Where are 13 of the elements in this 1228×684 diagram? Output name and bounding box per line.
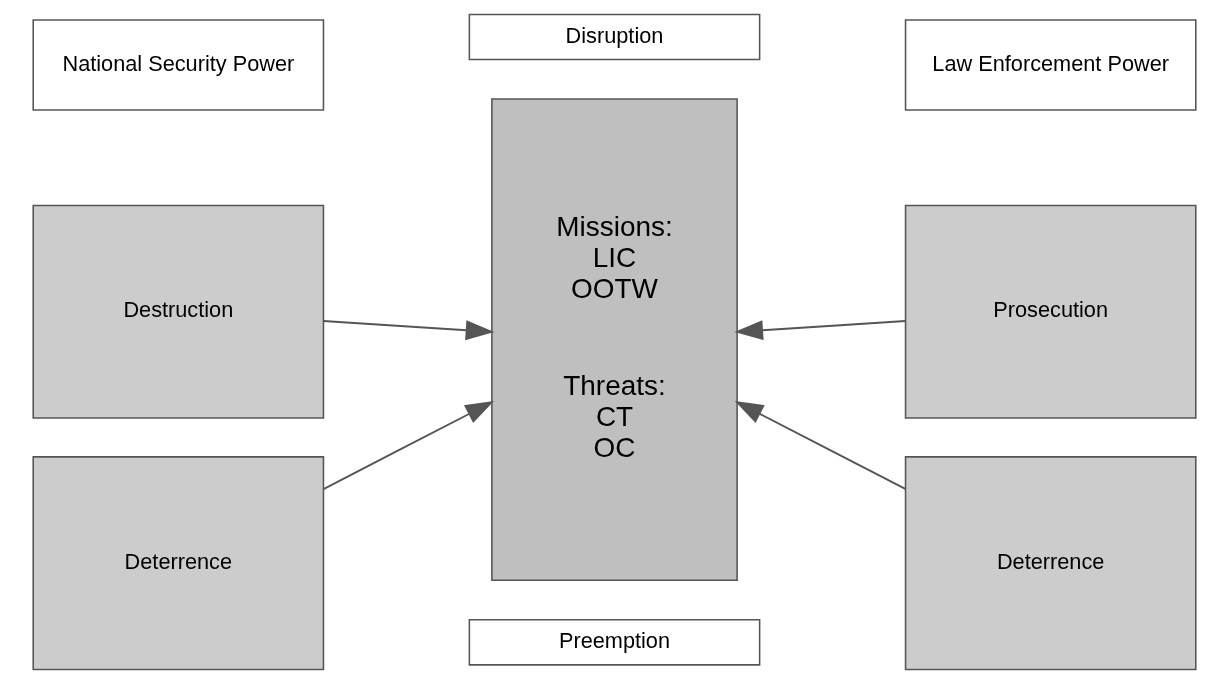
arrow xyxy=(322,401,494,490)
node-box: Law Enforcement Power xyxy=(904,19,1197,111)
node-box: Prosecution xyxy=(904,204,1197,419)
node-box: Disruption xyxy=(468,13,760,61)
arrow xyxy=(734,400,906,490)
node-box: Deterrence xyxy=(904,456,1197,671)
node-box: National Security Power xyxy=(31,19,324,111)
node-box: Destruction xyxy=(31,204,324,419)
node-box: Preemption xyxy=(468,619,760,666)
arrow xyxy=(322,320,494,341)
arrow xyxy=(733,320,906,341)
node-box: Missions: LIC OOTW Threats: CT OC xyxy=(490,98,738,582)
node-box: Deterrence xyxy=(31,456,324,671)
